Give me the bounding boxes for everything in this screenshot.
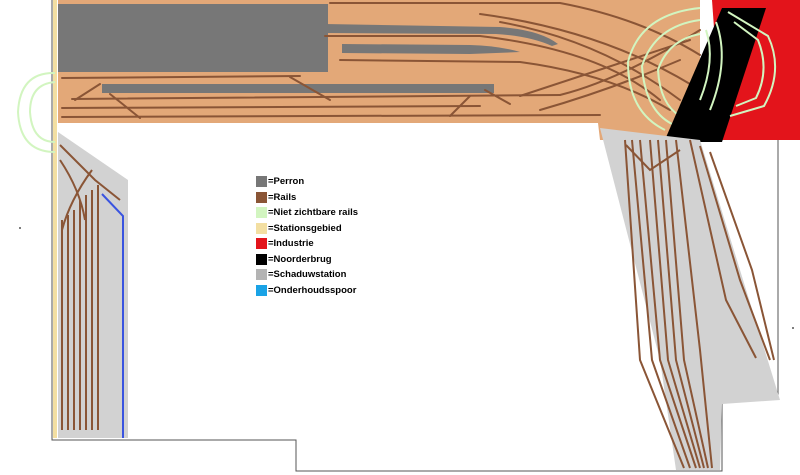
noorderbrug — [664, 8, 766, 142]
legend-item-noorderbrug: =Noorderbrug — [256, 252, 358, 268]
legend-item-niet-zichtbare-rails: =Niet zichtbare rails — [256, 205, 358, 221]
marker-dot — [792, 327, 794, 329]
legend-swatch — [256, 269, 267, 281]
platform-curved-2 — [342, 44, 520, 54]
platform-large — [58, 4, 328, 72]
legend: =Perron =Rails =Niet zichtbare rails =St… — [256, 174, 358, 298]
legend-swatch — [256, 207, 267, 219]
legend-label: =Niet zichtbare rails — [268, 207, 359, 219]
stationsgebied-strip — [53, 0, 57, 438]
legend-item-schaduwstation: =Schaduwstation — [256, 267, 358, 283]
legend-swatch — [256, 238, 267, 250]
legend-swatch — [256, 191, 267, 203]
legend-label: =Rails — [268, 191, 297, 203]
platform-curved-1 — [325, 24, 558, 46]
legend-label: =Noorderbrug — [268, 253, 332, 265]
platform-long — [102, 84, 494, 93]
legend-item-industrie: =Industrie — [256, 236, 358, 252]
legend-swatch — [256, 284, 267, 296]
legend-item-onderhoudsspoor: =Onderhoudsspoor — [256, 283, 358, 299]
schaduwstation-right-tracks — [624, 139, 775, 469]
schaduwstation-left-tracks — [59, 144, 121, 430]
legend-label: =Stationsgebied — [268, 222, 342, 234]
marker-dot — [19, 227, 21, 229]
legend-swatch — [256, 253, 267, 265]
hidden-rails-over-bridge — [699, 11, 777, 117]
legend-label: =Perron — [268, 176, 305, 188]
schaduwstation-right — [600, 128, 780, 470]
legend-label: =Onderhoudsspoor — [268, 284, 357, 296]
legend-label: =Schaduwstation — [268, 269, 347, 281]
legend-item-rails: =Rails — [256, 190, 358, 206]
onderhoudsspoor — [101, 193, 124, 438]
legend-swatch — [256, 176, 267, 188]
legend-swatch — [256, 222, 267, 234]
legend-item-stationsgebied: =Stationsgebied — [256, 221, 358, 237]
station-tracks — [61, 1, 701, 119]
legend-label: =Industrie — [268, 238, 314, 250]
platforms — [58, 4, 558, 93]
legend-item-perron: =Perron — [256, 174, 358, 190]
